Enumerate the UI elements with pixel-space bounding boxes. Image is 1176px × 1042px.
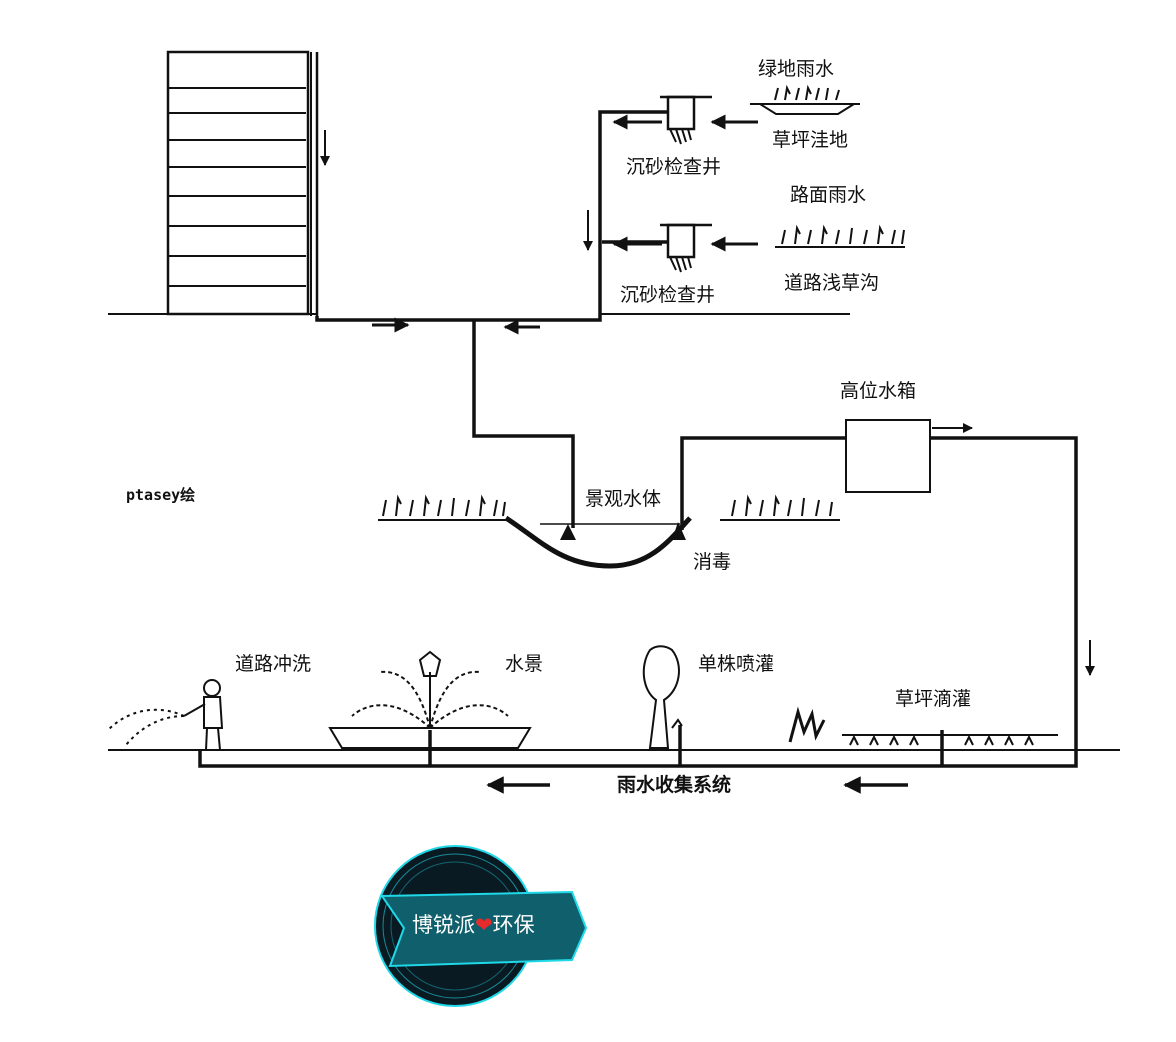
badge-text-left: 博锐派	[412, 913, 475, 937]
label-lawn-drip: 草坪滴灌	[895, 688, 972, 710]
tank-pipes	[680, 436, 1078, 750]
label-single-spray: 单株喷灌	[698, 653, 775, 675]
label-collection-system: 雨水收集系统	[617, 774, 732, 796]
label-road-washing: 道路冲洗	[235, 653, 312, 675]
brand-badge	[374, 845, 588, 1007]
high-water-tank	[845, 419, 931, 493]
label-lawn-depression: 草坪洼地	[772, 129, 849, 151]
label-road-swale: 道路浅草沟	[784, 272, 880, 294]
lower-pipes	[108, 725, 1120, 768]
upper-pipes	[108, 110, 850, 528]
label-water-feature: 水景	[505, 653, 544, 675]
landscape-pond	[378, 494, 840, 569]
label-credit: ptasey绘	[126, 486, 196, 504]
lawn-depression	[750, 84, 860, 115]
sand-well-1	[660, 95, 712, 145]
label-sand-well-1: 沉砂检查井	[626, 156, 722, 178]
fountain	[328, 650, 532, 749]
label-high-tank: 高位水箱	[840, 380, 917, 402]
label-green-rain: 绿地雨水	[758, 58, 835, 80]
label-sand-well-2: 沉砂检查井	[620, 284, 716, 306]
brand-badge-text: 博锐派❤环保	[412, 915, 535, 936]
road-swale	[775, 224, 905, 248]
road-washing-person	[107, 679, 224, 751]
label-landscape-water: 景观水体	[585, 488, 662, 510]
heart-icon: ❤	[475, 913, 493, 937]
badge-text-right: 环保	[492, 913, 535, 937]
label-road-rain: 路面雨水	[790, 184, 867, 206]
sand-well-2	[660, 223, 712, 273]
tree	[642, 645, 683, 749]
building	[166, 50, 319, 316]
label-disinfection: 消毒	[693, 551, 732, 573]
lawn-drip	[788, 706, 1058, 746]
